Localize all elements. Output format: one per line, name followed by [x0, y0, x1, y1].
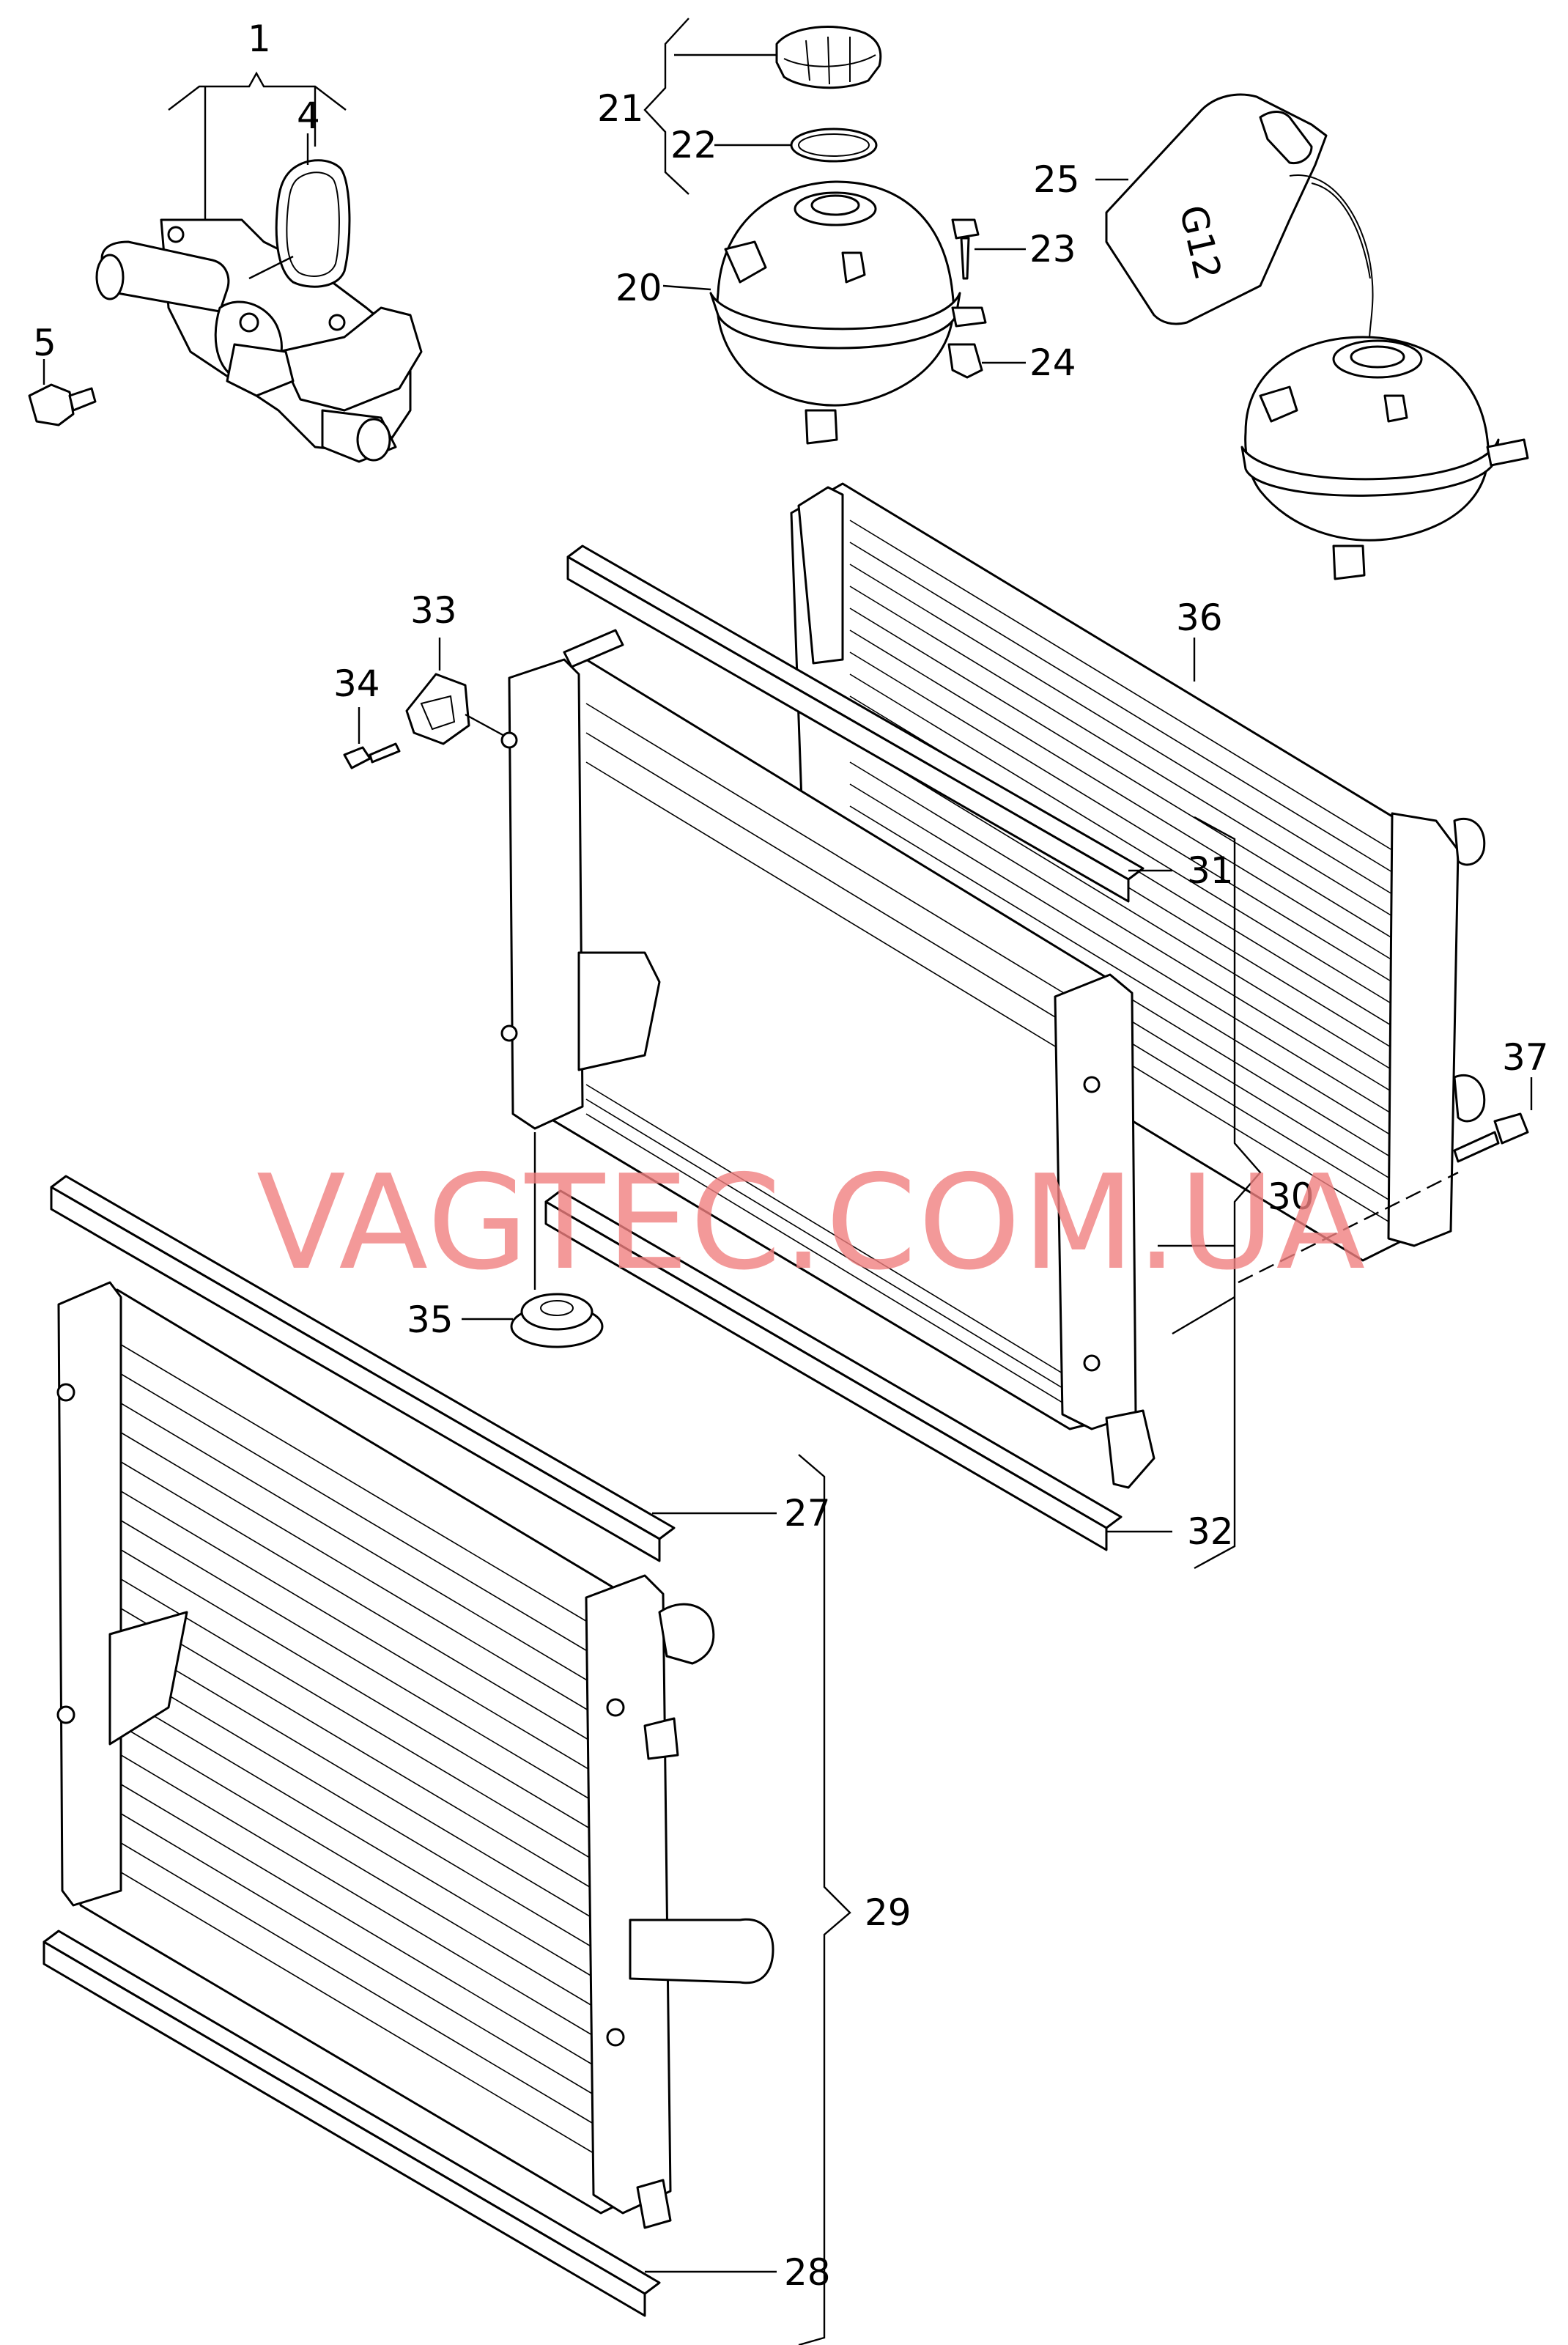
- expansion-tank: [709, 180, 987, 445]
- hex-bolt: [28, 383, 97, 426]
- dashed-link-37: [1238, 1171, 1459, 1284]
- callout-20: 20: [615, 267, 662, 309]
- callout-1: 1: [248, 18, 271, 60]
- engine-radiator: [56, 1281, 774, 2229]
- callout-5: 5: [33, 322, 56, 364]
- gasket-seal: [275, 159, 351, 288]
- callout-24: 24: [1029, 341, 1076, 384]
- callout-4: 4: [297, 95, 320, 137]
- tank-screw: [951, 218, 980, 280]
- mount-bracket: [405, 673, 470, 745]
- coolant-bottle: G12: [1105, 93, 1374, 352]
- front-lower-strip: [42, 1929, 661, 2317]
- callout-37: 37: [1502, 1036, 1549, 1079]
- callout-23: 23: [1029, 228, 1076, 270]
- callout-22: 22: [670, 124, 717, 166]
- callout-31: 31: [1187, 849, 1234, 892]
- callout-35: 35: [407, 1299, 454, 1341]
- callout-32: 32: [1187, 1510, 1234, 1553]
- bracket-29: [798, 1454, 851, 2345]
- callout-34: 34: [333, 662, 380, 705]
- reservoir-cap: [775, 26, 882, 89]
- callout-27: 27: [784, 1492, 831, 1535]
- leader-33b: [465, 713, 506, 738]
- bracket-30: [1194, 816, 1262, 1570]
- expansion-tank-filled: [1240, 336, 1529, 580]
- condenser-screw: [1453, 1112, 1529, 1163]
- leader-30b: [1172, 1296, 1235, 1335]
- front-upper-strip: [50, 1175, 676, 1562]
- clip-nut: [947, 343, 983, 379]
- rubber-grommet: [510, 1293, 604, 1348]
- callout-30: 30: [1268, 1175, 1314, 1218]
- leader-20: [662, 284, 711, 291]
- thermostat-housing-assembly: [95, 218, 423, 463]
- callout-33: 33: [410, 589, 457, 632]
- callout-21: 21: [597, 87, 644, 130]
- bracket-screw: [343, 742, 401, 769]
- leader-21-bracket: [643, 18, 689, 195]
- callout-36: 36: [1176, 597, 1223, 639]
- callout-25: 25: [1033, 158, 1080, 201]
- upper-seal-strip: [566, 544, 1144, 903]
- callout-29: 29: [865, 1891, 911, 1934]
- radiator-middle: [500, 629, 1155, 1489]
- o-ring: [790, 128, 878, 163]
- watermark-text: VAGTEC.COM.UA: [256, 1147, 1367, 1299]
- lower-seal-strip: [544, 1189, 1123, 1551]
- leader-4b: [248, 255, 294, 280]
- callout-28: 28: [784, 2251, 831, 2294]
